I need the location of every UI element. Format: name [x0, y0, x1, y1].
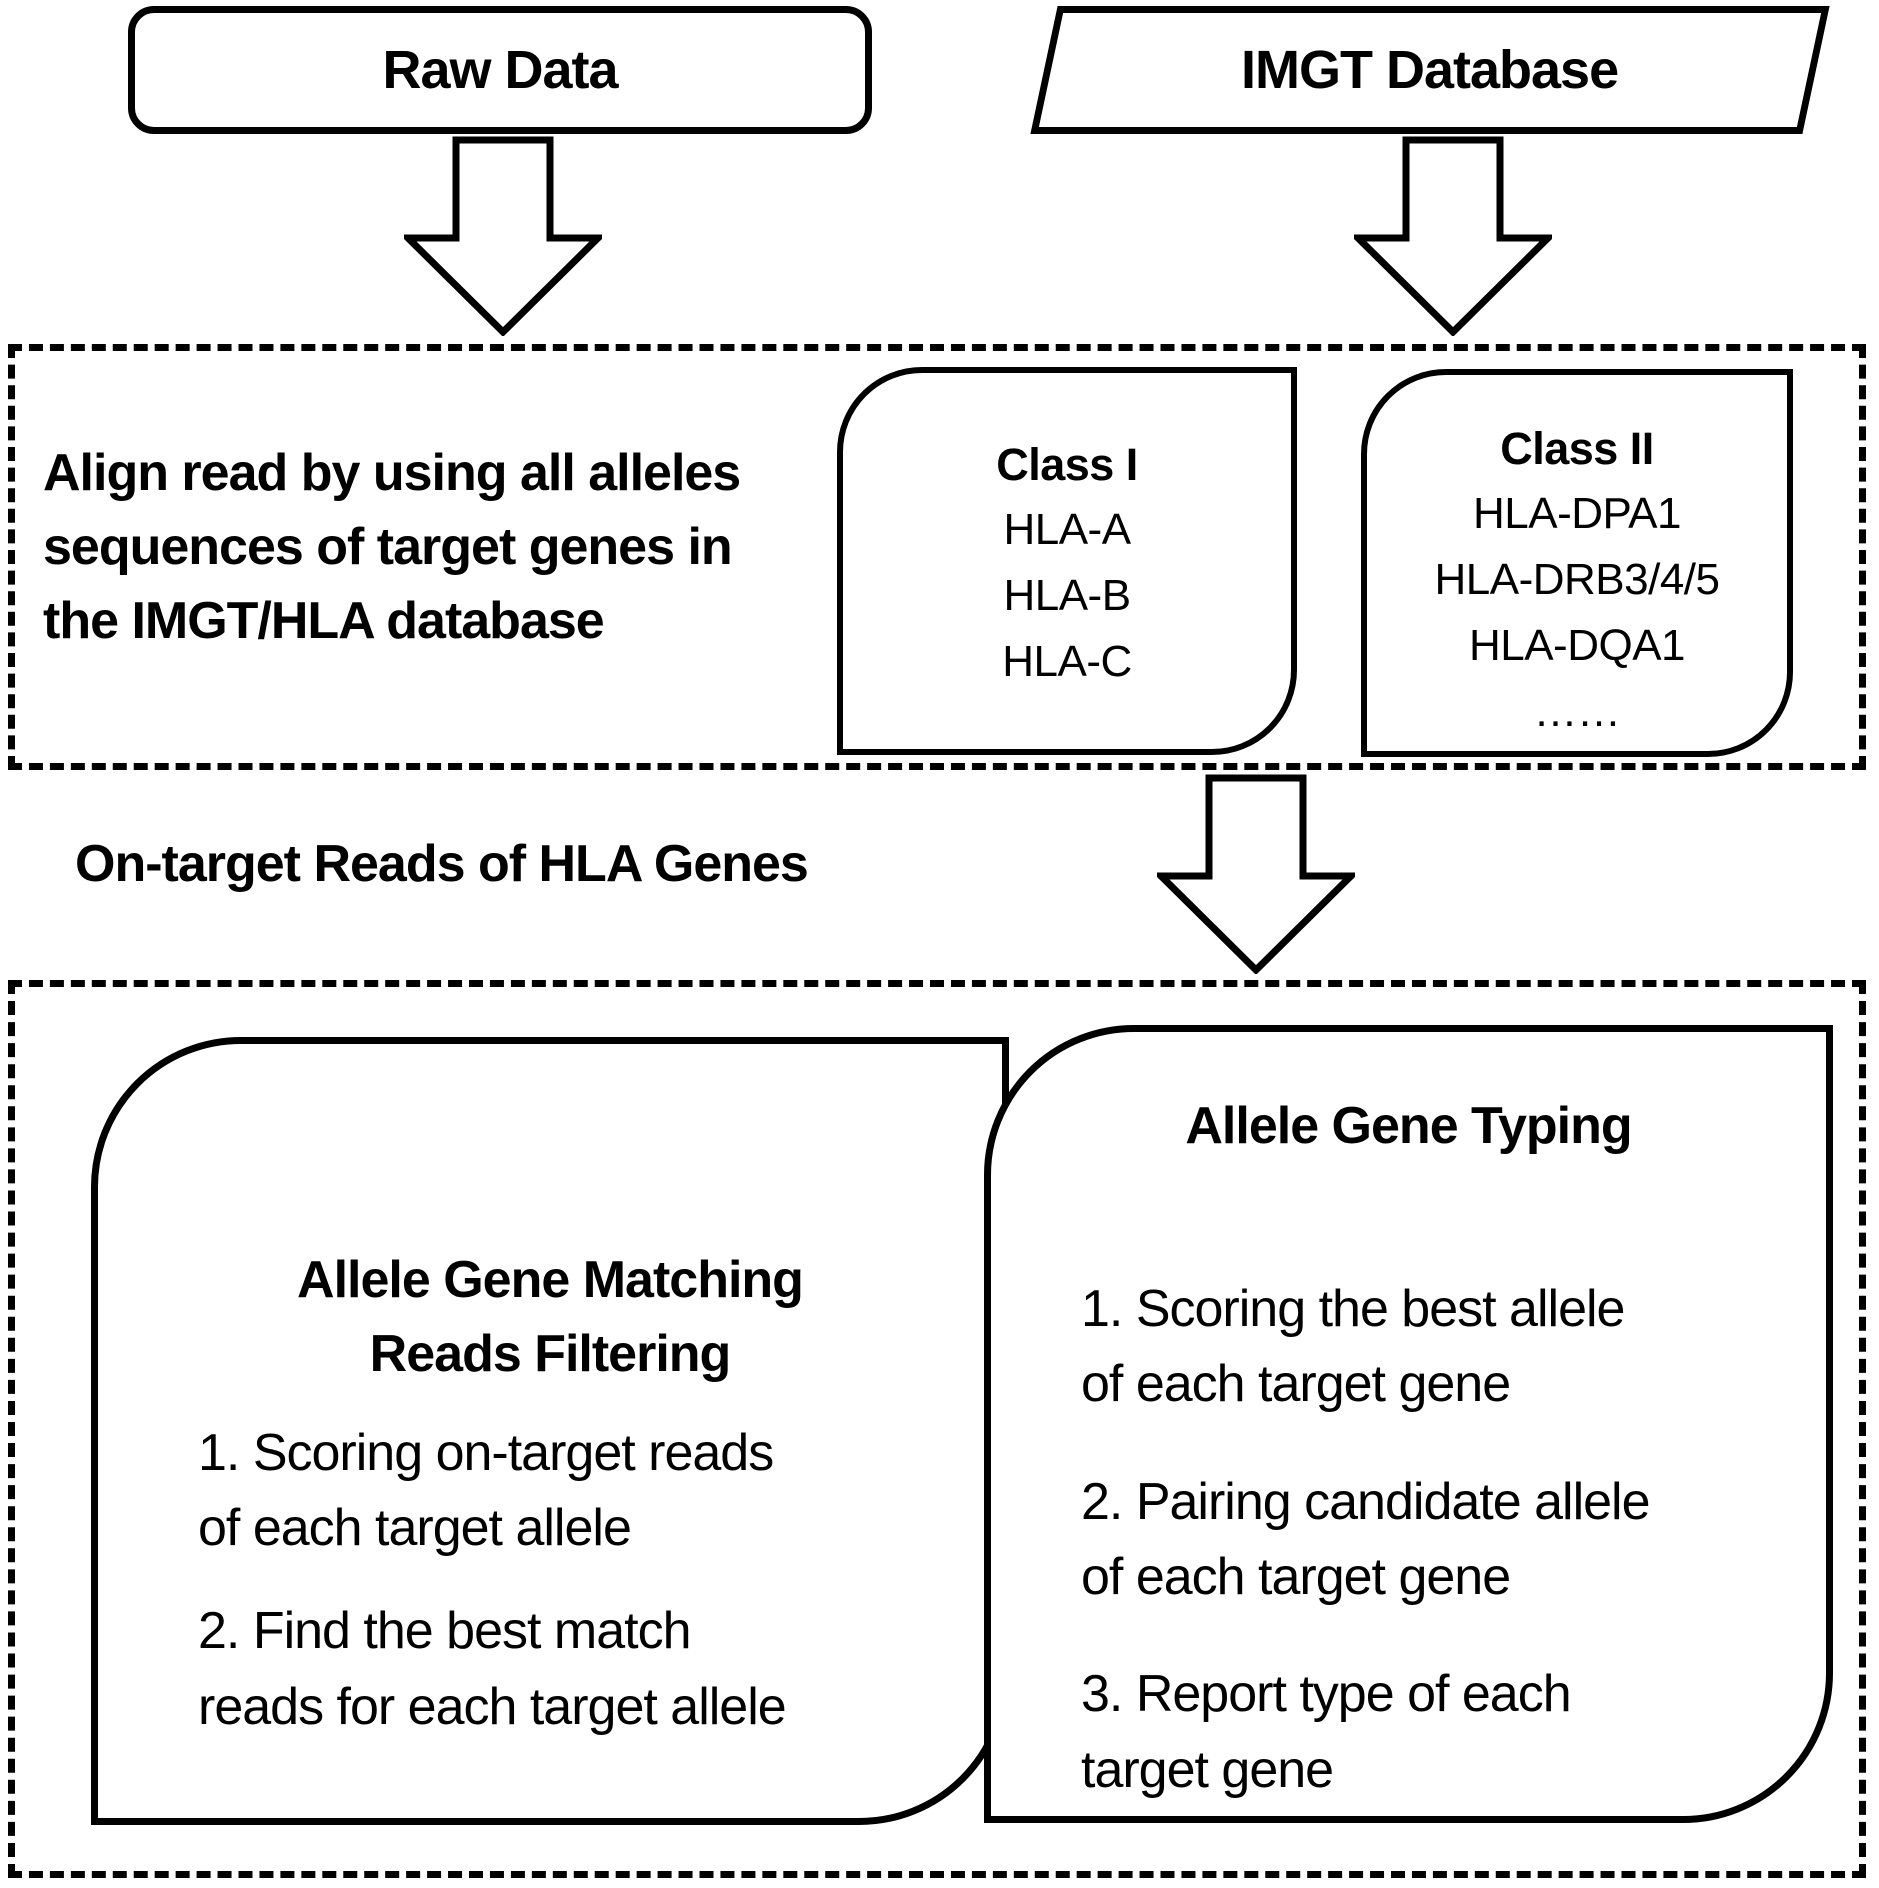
class-i-gene-list: HLA-A HLA-B HLA-C: [1002, 505, 1132, 686]
typing-box-steps: 1. Scoring the best allele of each targe…: [1081, 1272, 1786, 1808]
class-i-title: Class I: [996, 439, 1138, 490]
down-arrow-icon: [1354, 136, 1552, 336]
alignment-section: Align read by using all alleles sequence…: [8, 344, 1866, 770]
allele-gene-matching-box: Allele Gene Matching Reads Filtering 1. …: [91, 1037, 1009, 1825]
raw-data-label: Raw Data: [382, 40, 618, 100]
alignment-description: Align read by using all alleles sequence…: [43, 444, 741, 650]
class-ii-title: Class II: [1500, 423, 1654, 474]
matching-box-title: Allele Gene Matching Reads Filtering: [297, 1251, 804, 1383]
on-target-reads-label: On-target Reads of HLA Genes: [75, 835, 809, 893]
imgt-database-label: IMGT Database: [1241, 40, 1619, 100]
typing-step: 1. Scoring the best allele of each targe…: [1081, 1279, 1625, 1414]
down-arrow-icon: [1157, 774, 1355, 974]
imgt-database-box: IMGT Database: [1030, 6, 1830, 134]
typing-step: 2. Pairing candidate allele of each targ…: [1081, 1472, 1651, 1606]
typing-section: Allele Gene Matching Reads Filtering 1. …: [8, 980, 1866, 1878]
matching-box-steps: 1. Scoring on-target reads of each targe…: [198, 1416, 962, 1746]
raw-data-box: Raw Data: [128, 6, 872, 134]
allele-gene-typing-box: Allele Gene Typing 1. Scoring the best a…: [984, 1025, 1833, 1823]
matching-step: 1. Scoring on-target reads of each targe…: [198, 1423, 774, 1558]
matching-step: 2. Find the best match reads for each ta…: [198, 1602, 787, 1736]
class-ii-box: Class II HLA-DPA1 HLA-DRB3/4/5 HLA-DQA1 …: [1361, 369, 1793, 757]
typing-box-title: Allele Gene Typing: [1185, 1097, 1632, 1155]
class-ii-gene-list: HLA-DPA1 HLA-DRB3/4/5 HLA-DQA1 ……: [1434, 489, 1720, 736]
typing-step: 3. Report type of each target gene: [1081, 1665, 1572, 1799]
class-i-box: Class I HLA-A HLA-B HLA-C: [837, 367, 1297, 755]
down-arrow-icon: [404, 136, 602, 336]
